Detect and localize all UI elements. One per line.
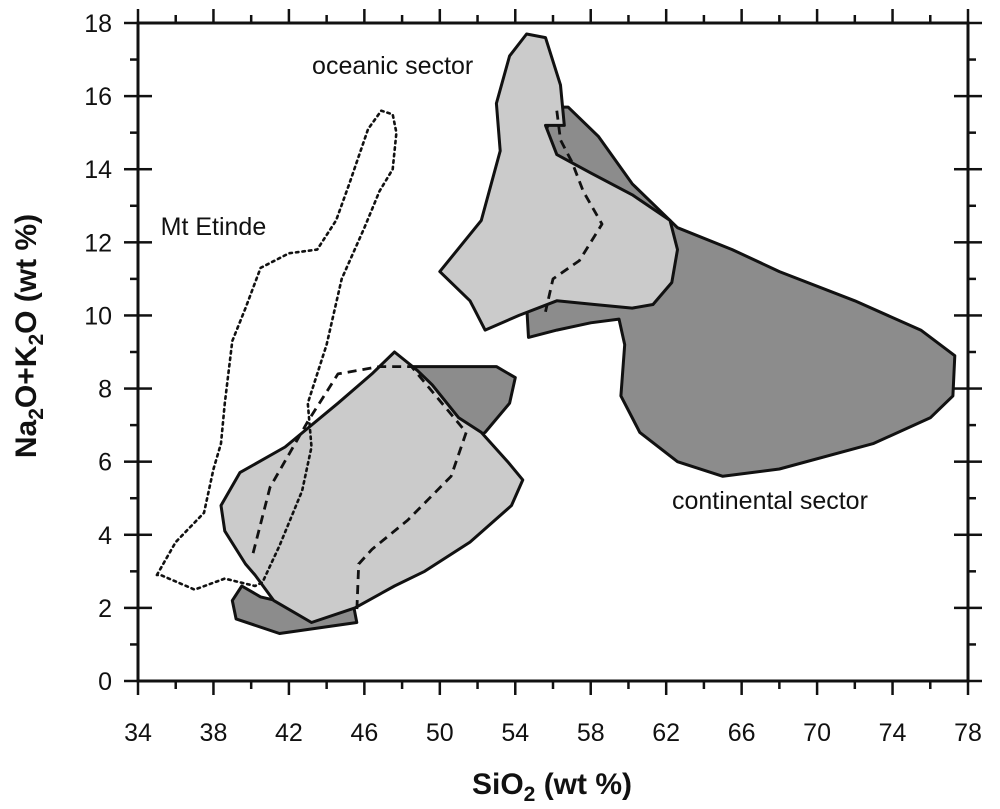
field-etinde	[155, 109, 398, 591]
y-tick-label: 0	[98, 668, 112, 696]
x-tick-label: 38	[200, 719, 228, 747]
y-tick-label: 8	[98, 376, 112, 404]
x-tick-label: 42	[275, 719, 303, 747]
x-tick-label: 66	[728, 719, 756, 747]
y-axis-title: Na2O+K2O (wt %)	[10, 214, 48, 458]
annotation-label: oceanic sector	[312, 52, 473, 80]
x-axis-title: SiO2 (wt %)	[472, 768, 632, 806]
x-tick-label: 58	[577, 719, 605, 747]
x-tick-label: 62	[652, 719, 680, 747]
x-axis-title-unit: (wt %)	[535, 768, 632, 801]
annotation-label: continental sector	[672, 487, 868, 515]
x-axis-title-main: SiO	[472, 768, 524, 801]
chart-annotations: oceanic sector Mt Etinde continental secto…	[161, 52, 868, 515]
field-oceanic-high	[438, 32, 679, 332]
y-axis-title-part: (wt %)	[10, 214, 43, 302]
y-tick-label: 14	[84, 156, 112, 184]
y-tick-label: 6	[98, 449, 112, 477]
x-tick-label: 54	[501, 719, 529, 747]
x-axis-title-sub: 2	[524, 783, 536, 806]
x-tick-label: 34	[124, 719, 152, 747]
y-axis-title-part: Na	[10, 419, 43, 458]
y-axis-title-part: O+K	[10, 345, 43, 408]
y-tick-label: 4	[98, 522, 112, 550]
annotation-label: Mt Etinde	[161, 213, 267, 241]
y-axis-title-part: 2	[25, 334, 48, 346]
y-tick-label: 2	[98, 595, 112, 623]
field-oceanic-low	[219, 350, 525, 624]
field-oceanic-boundary-high	[544, 110, 604, 313]
x-tick-label: 78	[954, 719, 982, 747]
field-oceanic-boundary-low	[251, 365, 468, 612]
field-polygons	[155, 32, 957, 635]
x-tick-label: 74	[879, 719, 907, 747]
axis-ticks	[124, 9, 982, 695]
x-tick-label: 46	[350, 719, 378, 747]
y-tick-label: 18	[84, 10, 112, 38]
x-tick-label: 70	[803, 719, 831, 747]
x-tick-label: 50	[426, 719, 454, 747]
y-axis-title-part: O	[10, 302, 43, 334]
y-tick-label: 16	[84, 83, 112, 111]
y-axis-title-part: 2	[25, 408, 48, 420]
y-tick-label: 12	[84, 229, 112, 257]
y-tick-label: 10	[84, 302, 112, 330]
